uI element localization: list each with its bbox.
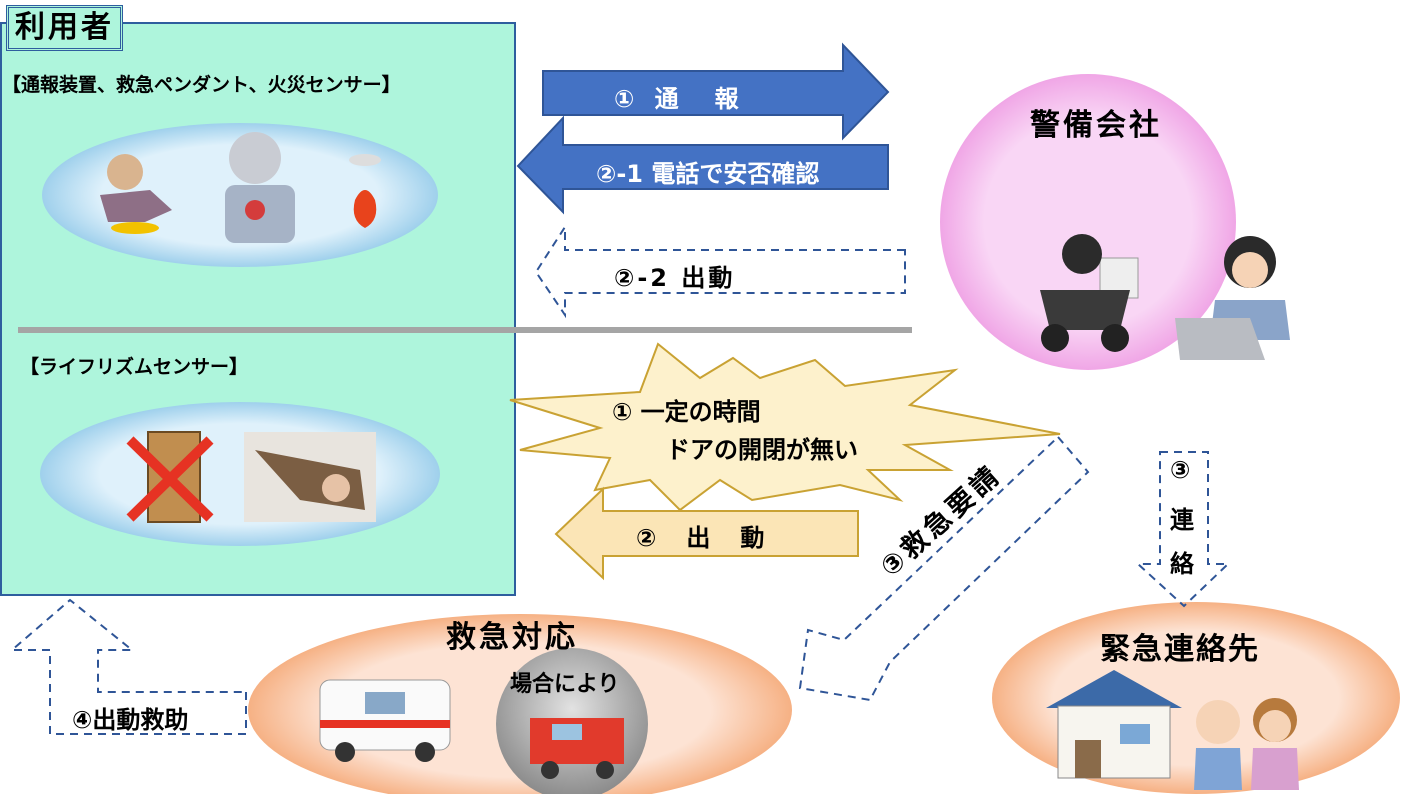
dispatch-2-2-arrow-label: ②-2 出動 xyxy=(614,264,736,292)
house-icon xyxy=(1046,670,1182,779)
dispatch-2-arrow xyxy=(554,486,859,581)
no-door-line1: ① 一定の時間 xyxy=(612,398,761,426)
emergency-response-title: 救急対応 xyxy=(446,620,578,655)
chest-pain-elder-icon xyxy=(225,132,295,243)
emergency-response-badge: 場合により xyxy=(510,672,620,697)
fire-alarm-icon xyxy=(349,154,381,228)
report-arrow xyxy=(542,42,890,141)
contact-char-3: 絡 xyxy=(1170,550,1194,578)
door-crossed-icon xyxy=(126,431,214,523)
report-arrow-label: ① 通 報 xyxy=(614,85,745,113)
ambulance-icon xyxy=(319,679,451,762)
dispatch-2-arrow-label: ② 出 動 xyxy=(636,524,768,552)
user-title: 利用者 xyxy=(6,5,123,51)
family-woman-icon xyxy=(1251,698,1299,790)
family-man-icon xyxy=(1194,700,1242,790)
security-company-title: 警備会社 xyxy=(1030,108,1162,143)
security-guard-motorbike-icon xyxy=(1040,234,1139,352)
no-door-line2: ドアの開閉が無い xyxy=(666,436,858,464)
rescue-arrow xyxy=(9,598,247,735)
operator-headset-icon xyxy=(1175,236,1290,360)
contact-arrow xyxy=(1135,451,1231,608)
no-door-star xyxy=(509,342,1061,512)
phone-check-arrow-label: ②-1 電話で安否確認 xyxy=(596,160,820,188)
security-company-circle xyxy=(940,74,1236,370)
contact-char-1: ③ xyxy=(1170,456,1191,484)
sensor-header: 【ライフリズムセンサー】 xyxy=(20,356,249,378)
devices-header: 【通報装置、救急ペンダント、火災センサー】 xyxy=(2,74,401,96)
rescue-label: ④出動救助 xyxy=(72,706,189,734)
fire-truck-icon xyxy=(530,718,624,779)
dispatch-2-2-arrow xyxy=(534,223,906,319)
collapsed-person-icon xyxy=(244,432,376,522)
emergency-contact-title: 緊急連絡先 xyxy=(1100,632,1260,667)
fallen-elder-icon xyxy=(100,154,172,234)
ambulance-request-arrow xyxy=(798,435,1090,702)
contact-char-2: 連 xyxy=(1170,506,1194,534)
phone-check-arrow xyxy=(516,115,889,215)
